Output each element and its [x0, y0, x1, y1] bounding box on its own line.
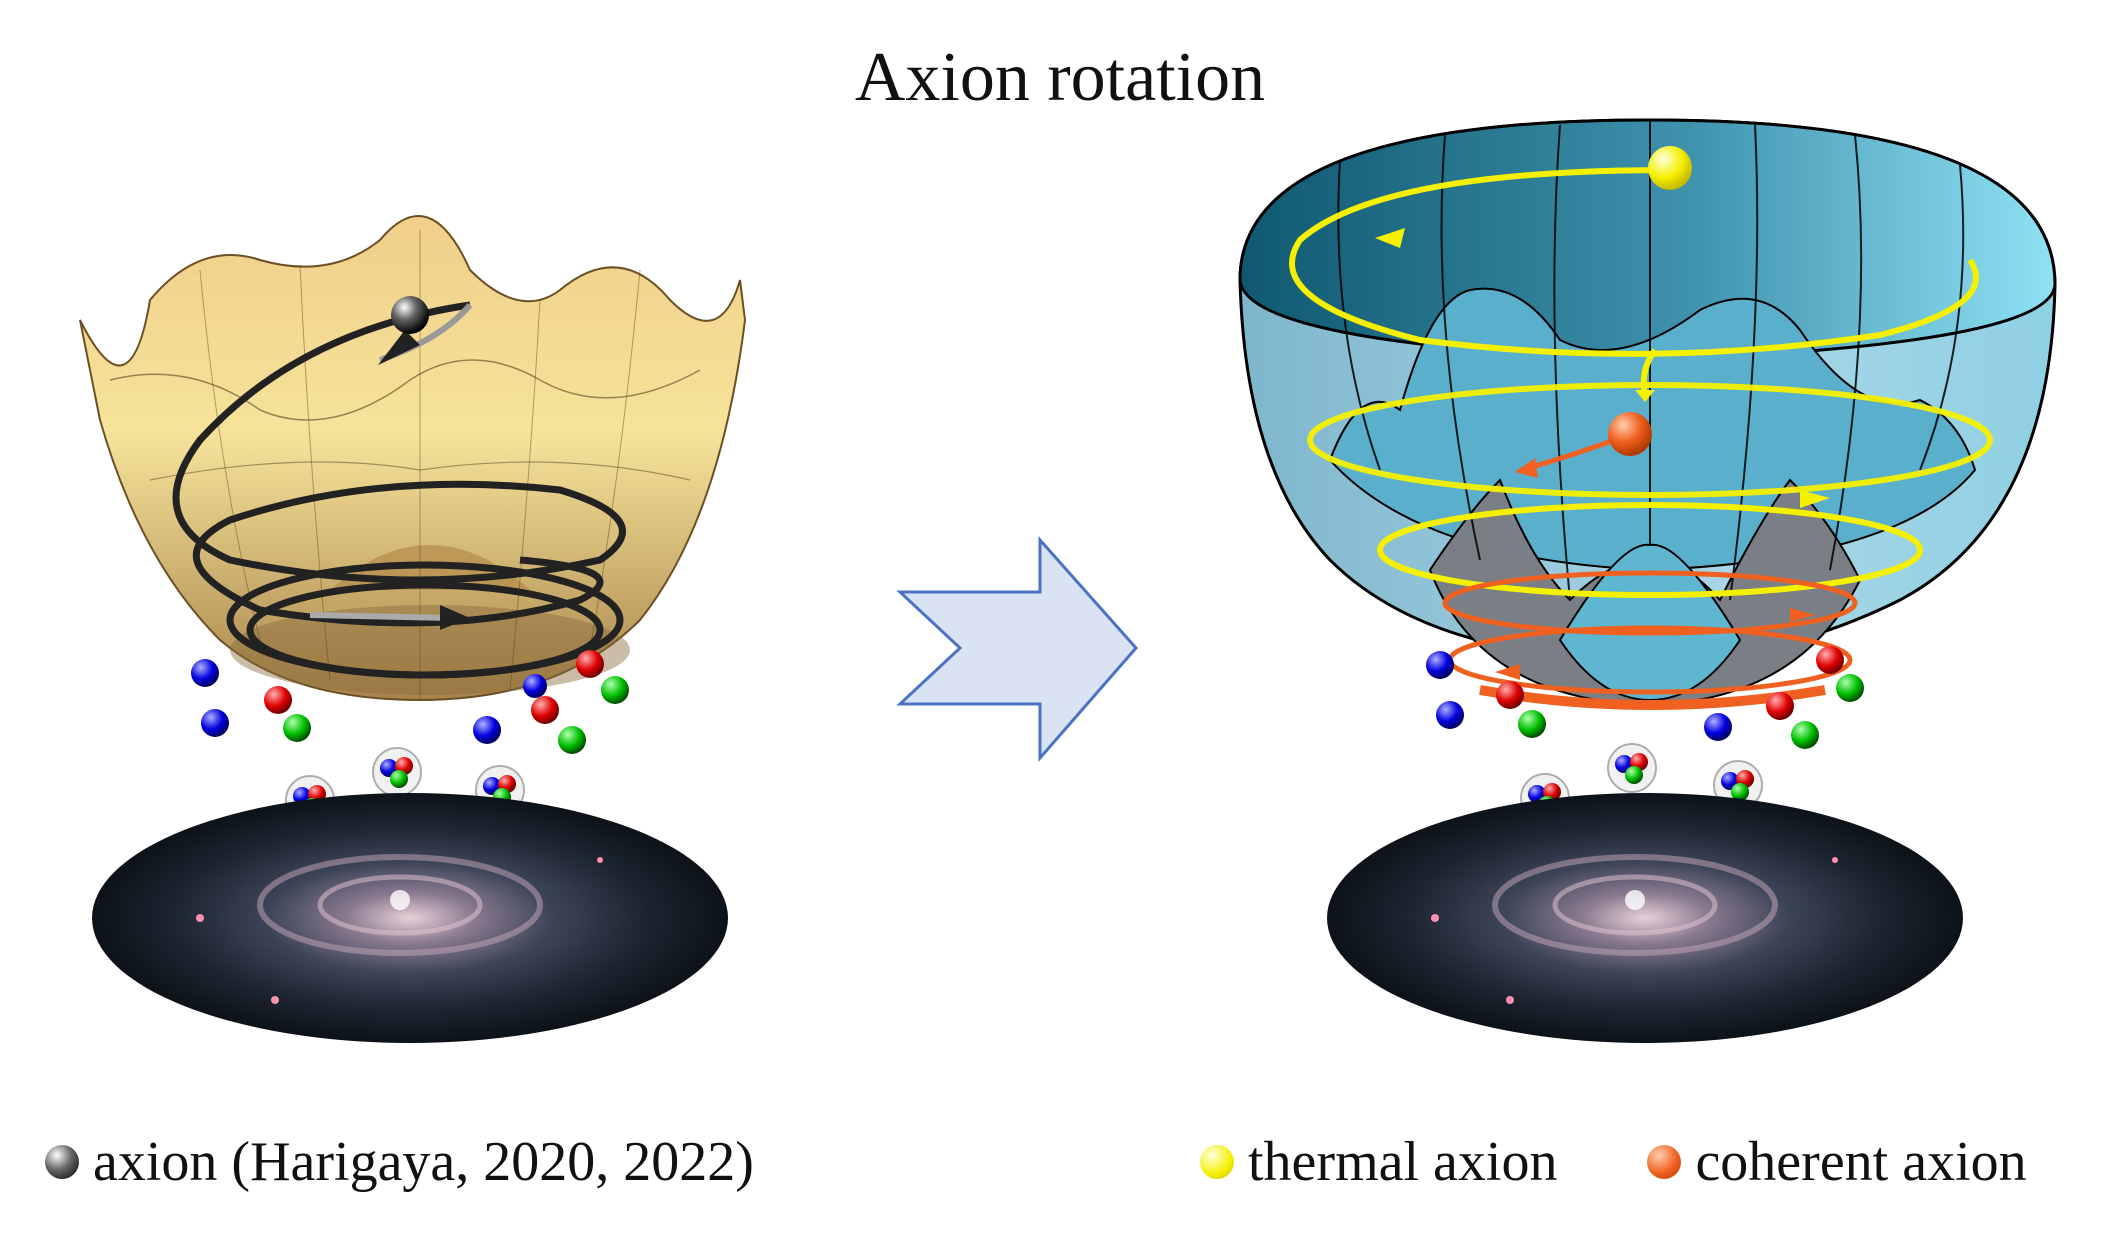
thermal-axion-ball — [1648, 146, 1692, 190]
transition-arrow — [896, 536, 1138, 762]
thermal-legend-item: thermal axion — [1200, 1130, 1557, 1194]
coherent-arrowhead-3 — [1495, 664, 1520, 680]
blue-bowl-surface — [1238, 118, 2057, 707]
trajectory-arrow-lower — [309, 612, 451, 621]
axion-legend-label: axion (Harigaya, 2020, 2022) — [93, 1131, 754, 1193]
coherent-axion-ball — [1608, 412, 1652, 456]
free-quarks-left — [191, 650, 629, 754]
trajectory-arrowhead-lower — [440, 605, 470, 630]
trajectory-arrowhead-upper — [378, 330, 420, 365]
coherent-legend-label: coherent axion — [1695, 1131, 2027, 1193]
thermal-legend-label: thermal axion — [1248, 1131, 1558, 1193]
free-quarks-right — [1426, 646, 1864, 749]
axion-ball-left — [391, 296, 429, 334]
diagram-title: Axion rotation — [854, 39, 1266, 116]
galaxy-disk-right — [1327, 793, 1963, 1043]
legend-left: axion (Harigaya, 2020, 2022) — [45, 1130, 754, 1194]
thermal-arrowhead-3 — [1635, 390, 1655, 402]
galaxy-disk-left — [92, 793, 728, 1043]
golden-potential-surface — [79, 215, 747, 702]
axion-legend-marker — [45, 1145, 79, 1179]
coherent-arrowhead-1 — [1515, 458, 1538, 478]
thermal-arrowhead-2 — [1800, 490, 1830, 508]
coherent-arrowhead-2 — [1790, 608, 1815, 622]
coherent-legend-item: coherent axion — [1647, 1130, 2027, 1194]
thermal-legend-marker — [1200, 1145, 1234, 1179]
thermal-arrowhead-1 — [1375, 228, 1405, 248]
legend-right: thermal axion coherent axion — [1200, 1130, 2117, 1194]
coherent-legend-marker — [1647, 1145, 1682, 1179]
